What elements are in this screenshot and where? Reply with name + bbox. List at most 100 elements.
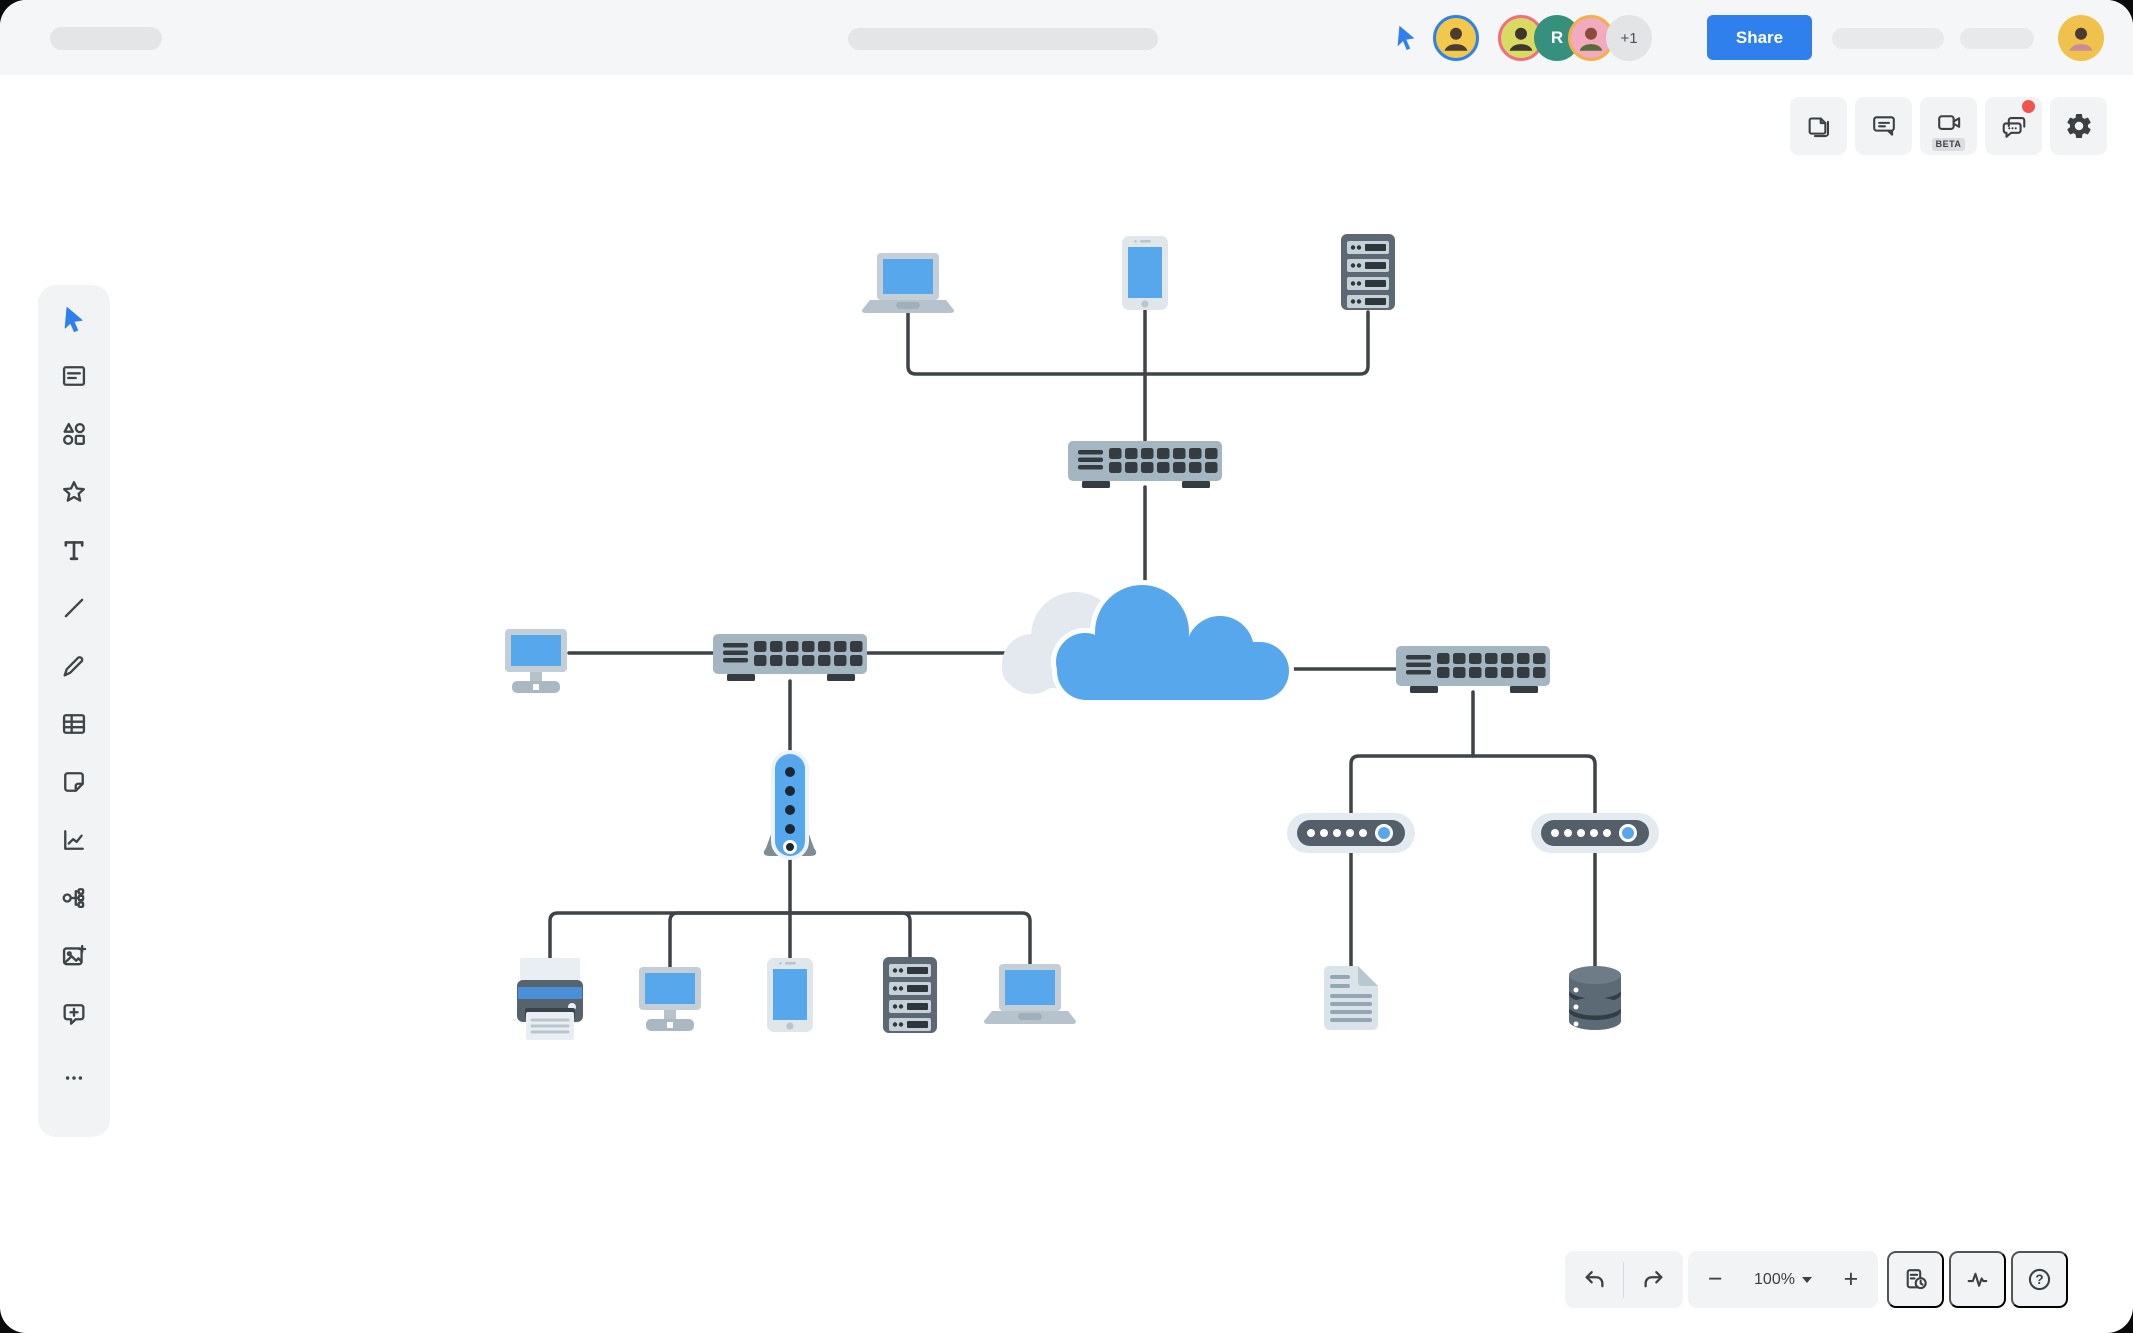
- zoom-level-dropdown[interactable]: 100%: [1748, 1251, 1818, 1308]
- notification-dot: [2022, 100, 2035, 113]
- redo-icon: [1644, 1271, 1662, 1288]
- node-desktop-1[interactable]: [505, 629, 567, 693]
- tool-table[interactable]: [45, 695, 103, 753]
- node-switch-2[interactable]: [713, 634, 867, 681]
- gear-icon: [2066, 114, 2091, 138]
- avatar-initial-label: R: [1550, 28, 1564, 47]
- tool-notes[interactable]: [45, 347, 103, 405]
- cursor-icon: [64, 307, 83, 332]
- person-icon: [1579, 27, 1603, 51]
- share-button-label: Share: [1735, 27, 1784, 47]
- connector-server1-switch1[interactable]: [1143, 310, 1370, 376]
- tool-pencil[interactable]: [45, 637, 103, 695]
- connector-laptop1-switch1[interactable]: [906, 310, 1147, 376]
- node-cloud-1[interactable]: [1002, 580, 1294, 704]
- version-history-button[interactable]: [1887, 1251, 1944, 1308]
- shapes-icon: [63, 422, 85, 445]
- pencil-icon: [63, 656, 84, 677]
- zoom-out-button[interactable]: −: [1696, 1251, 1734, 1308]
- connector-router-printer[interactable]: [548, 911, 792, 967]
- activity-button[interactable]: [1949, 1251, 2006, 1308]
- connector-router-server2[interactable]: [788, 911, 912, 962]
- share-button[interactable]: Share: [1707, 15, 1812, 60]
- avatar-active-collaborator[interactable]: [1433, 15, 1479, 61]
- overflow-count-label: +1: [1620, 29, 1638, 47]
- video-meeting-button[interactable]: BETA: [1920, 97, 1977, 155]
- menu-placeholder-1: [1832, 28, 1944, 49]
- version-history-icon: [1906, 1269, 1927, 1290]
- person-icon: [2069, 27, 2093, 51]
- help-icon: ?: [2028, 1268, 2051, 1291]
- comment-plus-icon: [63, 1004, 85, 1025]
- node-switch-3[interactable]: [1396, 646, 1550, 693]
- pages-button[interactable]: [1790, 97, 1847, 155]
- comment-icon: [1872, 116, 1895, 136]
- chat-icon: [2002, 117, 2025, 138]
- tool-more[interactable]: [45, 1049, 103, 1107]
- connector-router-laptop2[interactable]: [788, 911, 1032, 969]
- person-icon: [1444, 27, 1468, 51]
- node-modem-1[interactable]: [1285, 811, 1417, 855]
- tool-chart[interactable]: [45, 811, 103, 869]
- redo-button[interactable]: [1624, 1251, 1682, 1308]
- toolbar-placeholder: [848, 28, 1158, 50]
- tool-select[interactable]: [45, 289, 103, 347]
- top-bar: R +1 Share: [0, 0, 2133, 75]
- image-plus-icon: [62, 944, 87, 966]
- connector-router-desktop2[interactable]: [668, 911, 792, 972]
- undo-button[interactable]: [1565, 1251, 1623, 1308]
- node-switch-1[interactable]: [1068, 441, 1222, 488]
- avatar-current-user[interactable]: [2058, 15, 2104, 61]
- help-button[interactable]: ?: [2011, 1251, 2068, 1308]
- node-laptop-2[interactable]: [983, 964, 1077, 1024]
- zoom-controls: − 100% +: [1688, 1251, 1878, 1308]
- tool-insert-comment[interactable]: [45, 985, 103, 1043]
- tool-mind-map[interactable]: [45, 869, 103, 927]
- collaborator-cursor-icon: [1397, 25, 1415, 50]
- menu-placeholder-2: [1960, 28, 2034, 49]
- tool-shapes[interactable]: [45, 405, 103, 463]
- node-laptop-1[interactable]: [861, 253, 955, 313]
- tool-insert-image[interactable]: [45, 927, 103, 985]
- zoom-level-value: 100%: [1754, 1270, 1795, 1288]
- zoom-in-button[interactable]: +: [1832, 1251, 1870, 1308]
- tool-favorites[interactable]: [45, 463, 103, 521]
- node-desktop-2[interactable]: [639, 967, 701, 1031]
- line-icon: [64, 598, 84, 618]
- table-icon: [62, 714, 86, 734]
- node-mobile-2[interactable]: [767, 958, 813, 1032]
- text-icon: [64, 541, 84, 561]
- chat-button[interactable]: [1985, 97, 2042, 155]
- tool-sticky-note[interactable]: [45, 753, 103, 811]
- more-dots-icon: [65, 1076, 83, 1080]
- node-modem-2[interactable]: [1529, 811, 1661, 855]
- connector-switch3-modem2[interactable]: [1471, 754, 1597, 817]
- node-mobile-1[interactable]: [1122, 236, 1168, 310]
- undo-redo-group: [1565, 1251, 1683, 1308]
- node-server-2[interactable]: [883, 957, 937, 1033]
- avatar-overflow-count[interactable]: +1: [1606, 15, 1652, 61]
- node-server-1[interactable]: [1341, 234, 1395, 310]
- video-camera-icon: [1937, 115, 1960, 130]
- chevron-down-icon: [1801, 1276, 1812, 1283]
- mind-map-icon: [62, 888, 85, 909]
- undo-icon: [1585, 1271, 1603, 1288]
- connector-switch3-modem1[interactable]: [1349, 754, 1475, 817]
- document-title-placeholder: [50, 27, 162, 50]
- person-icon: [1509, 27, 1533, 51]
- settings-button[interactable]: [2050, 97, 2107, 155]
- tool-text[interactable]: [45, 521, 103, 579]
- notes-icon: [62, 366, 86, 386]
- comments-button[interactable]: [1855, 97, 1912, 155]
- divider: [1623, 1261, 1624, 1298]
- node-database-1[interactable]: [1569, 966, 1621, 1030]
- shape-toolbar: [38, 285, 110, 1137]
- node-printer-1[interactable]: [517, 958, 583, 1040]
- tool-line[interactable]: [45, 579, 103, 637]
- activity-pulse-icon: [1967, 1272, 1988, 1287]
- node-router-1[interactable]: [763, 750, 817, 860]
- beta-badge: BETA: [1931, 138, 1966, 151]
- node-document-1[interactable]: [1324, 966, 1378, 1030]
